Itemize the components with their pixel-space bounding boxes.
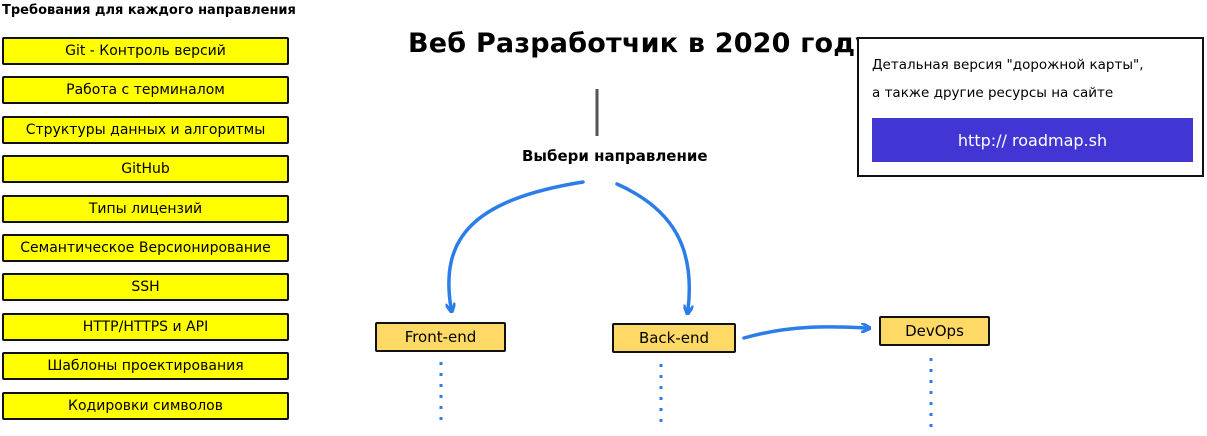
roadmap-link-button[interactable]: http:// roadmap.sh <box>872 118 1193 162</box>
requirement-terminal[interactable]: Работа с терминалом <box>2 76 289 105</box>
info-box: Детальная версия "дорожной карты", а так… <box>857 37 1204 177</box>
requirement-design-patterns[interactable]: Шаблоны проектирования <box>2 352 289 381</box>
arrow-to-backend <box>615 182 689 310</box>
info-text-line-2: а также другие ресурсы на сайте <box>872 85 1114 101</box>
requirement-encodings[interactable]: Кодировки символов <box>2 391 289 420</box>
requirement-data-structures[interactable]: Структуры данных и алгоритмы <box>2 115 289 144</box>
requirement-semver[interactable]: Семантическое Версионирование <box>2 233 289 262</box>
requirement-github[interactable]: GitHub <box>2 155 289 184</box>
requirement-licenses[interactable]: Типы лицензий <box>2 194 289 223</box>
frontend-node[interactable]: Front-end <box>375 322 506 352</box>
requirements-list: Git - Контроль версий Работа с терминало… <box>2 37 289 431</box>
arrow-to-devops <box>742 327 866 340</box>
backend-node[interactable]: Back-end <box>612 323 736 353</box>
requirements-title: Требования для каждого направления <box>2 3 296 18</box>
devops-node[interactable]: DevOps <box>879 316 990 346</box>
info-text-line-1: Детальная версия "дорожной карты", <box>872 57 1144 73</box>
choose-direction-label: Выбери направление <box>522 147 708 165</box>
requirement-ssh[interactable]: SSH <box>2 273 289 302</box>
requirement-git[interactable]: Git - Контроль версий <box>2 37 289 65</box>
requirement-http-api[interactable]: HTTP/HTTPS и API <box>2 312 289 341</box>
roadmap-title: Веб Разработчик в 2020 году <box>408 28 874 59</box>
arrow-to-frontend <box>449 180 585 308</box>
